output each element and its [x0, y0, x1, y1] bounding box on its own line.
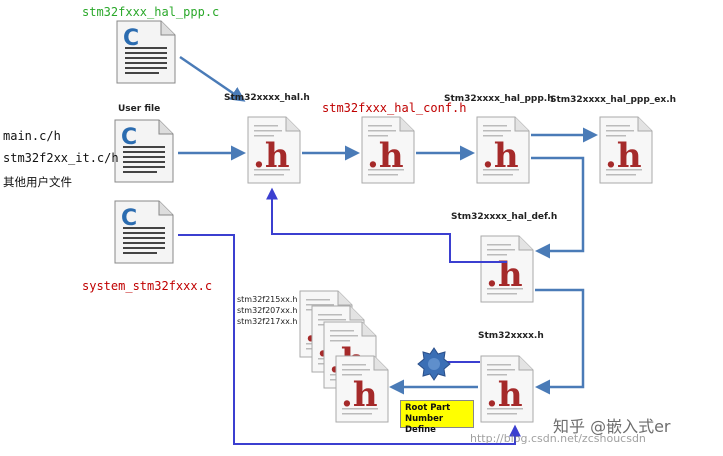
c-file-icon-user [114, 119, 174, 183]
system-c-label: system_stm32fxxx.c [82, 279, 213, 293]
root-part-line2: Number Define [405, 414, 444, 435]
watermark-brand: 知乎 @嵌入式er [553, 417, 671, 436]
h-file-icon-hal-def [480, 235, 534, 303]
root-part-box: Root Part Number Define [400, 400, 474, 435]
user-file-other: 其他用户文件 [3, 175, 72, 189]
h-file-icon-hal-ppp [476, 116, 530, 184]
h-file-icon-hal-ppp-ex [599, 116, 653, 184]
arrow-ppp-to-hal-def [531, 156, 585, 259]
h-file-icon-hal [247, 116, 301, 184]
arrow-system-to-device [178, 234, 521, 445]
hal-ppp-ex-h-label: Stm32xxxx_hal_ppp_ex.h [550, 95, 677, 105]
user-file-label: User file [118, 104, 161, 114]
user-file-main: main.c/h [3, 129, 61, 143]
device-h-label: Stm32xxxx.h [478, 331, 544, 341]
device-list-item: stm32f207xx.h [237, 306, 298, 315]
c-file-icon-hal-ppp [116, 20, 176, 84]
hal-ppp-c-label: stm32fxxx_hal_ppp.c [82, 5, 220, 19]
watermark-url: http://blog.csdn.net/zcshoucsdn [470, 432, 646, 445]
device-list-item: stm32f215xx.h [237, 295, 298, 304]
hal-def-h-label: Stm32xxxx_hal_def.h [451, 212, 558, 222]
c-file-icon-system [114, 200, 174, 264]
device-list-item: stm32f217xx.h [237, 317, 298, 326]
user-file-it: stm32f2xx_it.c/h [3, 151, 119, 165]
gear-icon [417, 347, 451, 381]
hal-ppp-h-label: Stm32xxxx_hal_ppp.h [444, 94, 554, 104]
h-file-icon-stack-4 [335, 355, 389, 423]
h-file-icon-hal-conf [361, 116, 415, 184]
hal-conf-h-label: stm32fxxx_hal_conf.h [322, 101, 467, 115]
h-file-icon-device [480, 355, 534, 423]
arrow-hal-def-to-device [535, 288, 585, 395]
hal-h-label: Stm32xxxx_hal.h [224, 93, 310, 103]
arrow-ppp-c-to-hal [179, 55, 246, 102]
arrow-hal-def-to-hal [266, 187, 507, 263]
root-part-line1: Root Part [405, 403, 451, 413]
